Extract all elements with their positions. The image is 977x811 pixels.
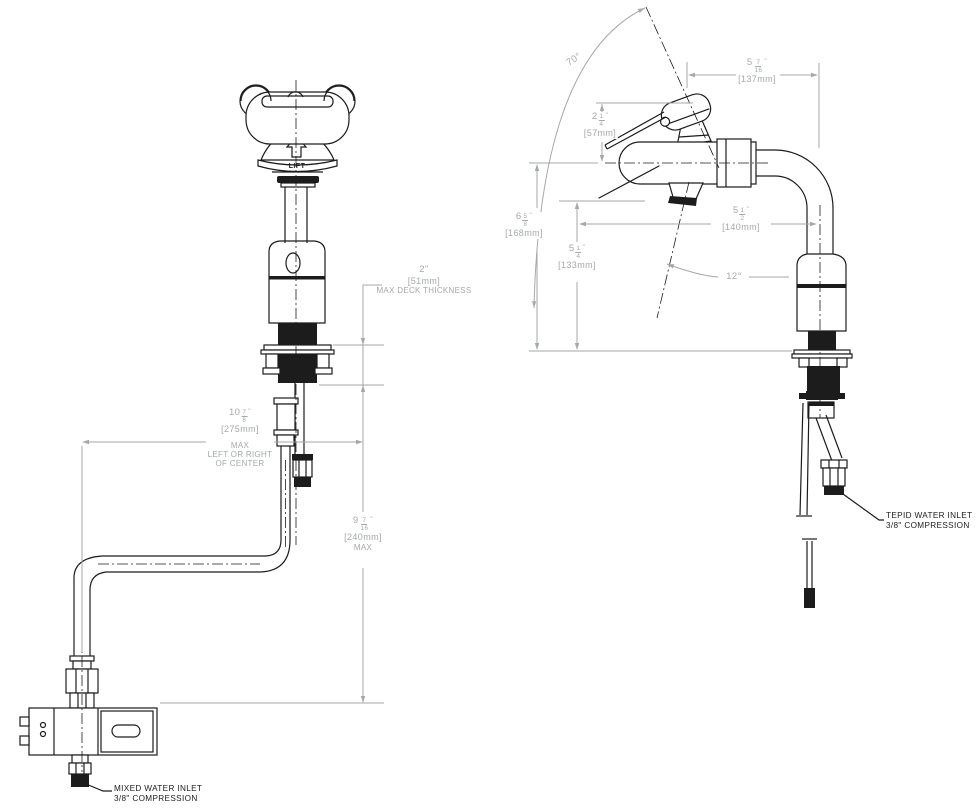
spray-nozzle-left bbox=[240, 85, 272, 102]
tilt-angle-label: 12° bbox=[726, 271, 742, 282]
tepid-water-inlet-label: TEPID WATER INLET 3/8" COMPRESSION bbox=[886, 511, 973, 530]
head-tilt-axis bbox=[645, 6, 720, 169]
tepid-water-inlet-fitting bbox=[824, 486, 844, 495]
faucet-body bbox=[260, 187, 335, 383]
mixed-inlet-leader bbox=[85, 783, 112, 792]
lift-text: LIFT bbox=[288, 163, 306, 170]
below-deck-fittings bbox=[273, 383, 313, 487]
swing-angle-label: 70° bbox=[564, 50, 584, 69]
mixing-valve bbox=[19, 707, 158, 792]
swing-arc bbox=[533, 7, 646, 309]
mixed-water-inlet-label: MIXED WATER INLET 3/8" COMPRESSION bbox=[114, 784, 203, 803]
gooseneck-pipe bbox=[756, 149, 834, 254]
sensor-window bbox=[285, 252, 301, 274]
spray-nozzle-right bbox=[323, 85, 355, 102]
mixed-water-inlet-fitting bbox=[71, 774, 89, 787]
eyewash-lever bbox=[604, 111, 667, 150]
below-deck-side bbox=[796, 391, 884, 608]
tepid-inlet-leader bbox=[842, 493, 884, 521]
spout-axis bbox=[656, 181, 690, 319]
aerator bbox=[668, 196, 697, 206]
lower-body bbox=[791, 253, 853, 393]
right-view-fixture bbox=[598, 6, 884, 608]
spout bbox=[668, 182, 704, 206]
dim-max-deck-thickness: 2" [51mm] MAX DECK THICKNESS bbox=[376, 264, 472, 296]
handle-lever bbox=[598, 165, 660, 199]
eyewash-spray-head bbox=[239, 84, 356, 145]
left-view-fixture bbox=[19, 80, 356, 792]
dimension-lines bbox=[81, 7, 820, 704]
